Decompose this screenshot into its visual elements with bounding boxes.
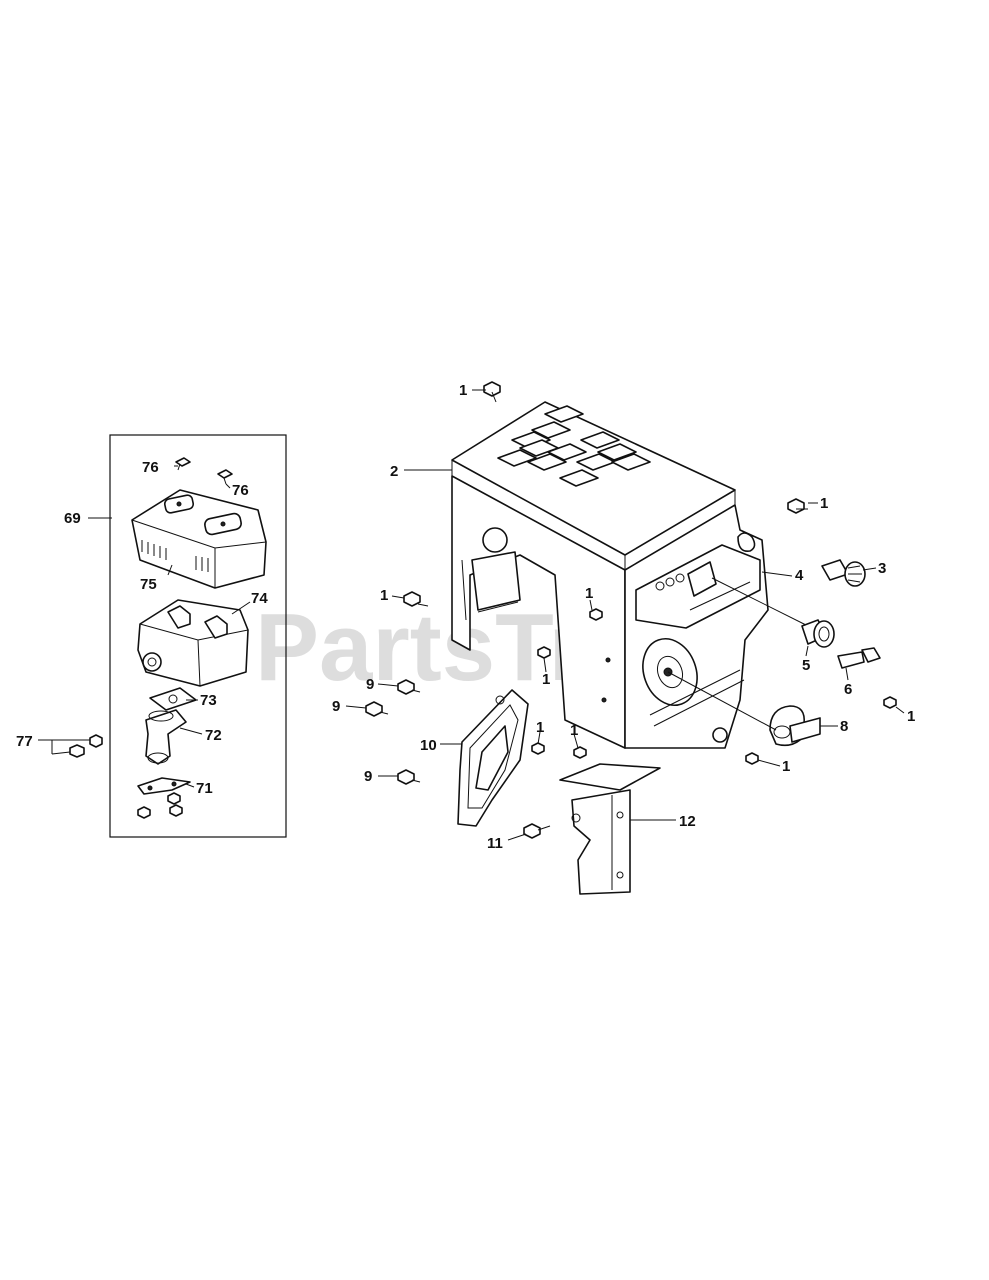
callout-12: 12 (679, 813, 696, 830)
screw-1-mid[interactable] (589, 608, 603, 621)
callout-72: 72 (205, 727, 222, 744)
screw-1-bottom-right[interactable] (745, 752, 759, 765)
callout-5: 5 (802, 657, 810, 674)
screw-9-a[interactable] (397, 679, 421, 695)
screw-1-low-b[interactable] (573, 746, 587, 759)
muffler-74[interactable] (137, 599, 249, 687)
switch-5[interactable] (801, 619, 835, 648)
callout-75: 75 (140, 576, 157, 593)
callout-11: 11 (487, 835, 503, 852)
gasket-73[interactable] (149, 687, 197, 711)
callout-1-top: 1 (459, 382, 467, 399)
callout-1-right: 1 (820, 495, 828, 512)
screw-1-far-right[interactable] (883, 696, 897, 709)
callout-8: 8 (840, 718, 848, 735)
callout-1-low-a: 1 (536, 719, 544, 736)
blower-housing-2[interactable] (451, 401, 769, 749)
recoil-handle-8[interactable] (769, 705, 821, 747)
nut-77[interactable] (69, 734, 103, 758)
screw-1-right[interactable] (787, 498, 808, 514)
callout-6: 6 (844, 681, 852, 698)
callout-1-low-b: 1 (570, 722, 578, 739)
bolt-11[interactable] (523, 823, 551, 839)
muffler-assembly-box (109, 434, 287, 838)
screw-9-b[interactable] (365, 701, 389, 717)
callout-77: 77 (16, 733, 33, 750)
callout-10: 10 (420, 737, 437, 754)
callout-2: 2 (390, 463, 398, 480)
callout-69: 69 (64, 510, 81, 527)
screw-1-top[interactable] (483, 381, 501, 403)
screw-1-left[interactable] (403, 591, 429, 607)
muffler-cover-75[interactable] (131, 489, 267, 589)
callout-1-mid: 1 (585, 585, 593, 602)
callout-9-a: 9 (366, 676, 374, 693)
callout-73: 73 (200, 692, 217, 709)
screw-76-b[interactable] (217, 469, 233, 485)
callout-1-left: 1 (380, 587, 388, 604)
callout-1-center: 1 (542, 671, 550, 688)
nuts-71[interactable] (137, 792, 183, 819)
bracket-71[interactable] (137, 777, 191, 795)
bracket-12[interactable] (559, 763, 661, 895)
callout-71: 71 (196, 780, 213, 797)
callout-74: 74 (251, 590, 268, 607)
callout-3: 3 (878, 560, 886, 577)
screw-1-low-a[interactable] (531, 742, 545, 755)
bolt-6[interactable] (837, 647, 881, 669)
callout-9-b: 9 (332, 698, 340, 715)
screw-76-a[interactable] (175, 457, 191, 471)
screw-9-c[interactable] (397, 769, 421, 785)
callout-9-c: 9 (364, 768, 372, 785)
callout-76-b: 76 (232, 482, 249, 499)
choke-knob-3[interactable] (821, 559, 866, 587)
shield-10[interactable] (457, 689, 529, 827)
callout-1-far-right: 1 (907, 708, 915, 725)
callout-76-a: 76 (142, 459, 159, 476)
screw-1-center[interactable] (537, 646, 551, 659)
callout-4: 4 (795, 567, 804, 584)
callout-1-bottom-right: 1 (782, 758, 790, 775)
callouts: 1 2 1 3 4 1 1 5 1 6 9 9 1 8 1 1 10 1 9 1… (16, 382, 915, 852)
top-vents (497, 405, 651, 487)
exhaust-pipe-72[interactable] (145, 709, 187, 765)
leader-lines (38, 389, 905, 841)
